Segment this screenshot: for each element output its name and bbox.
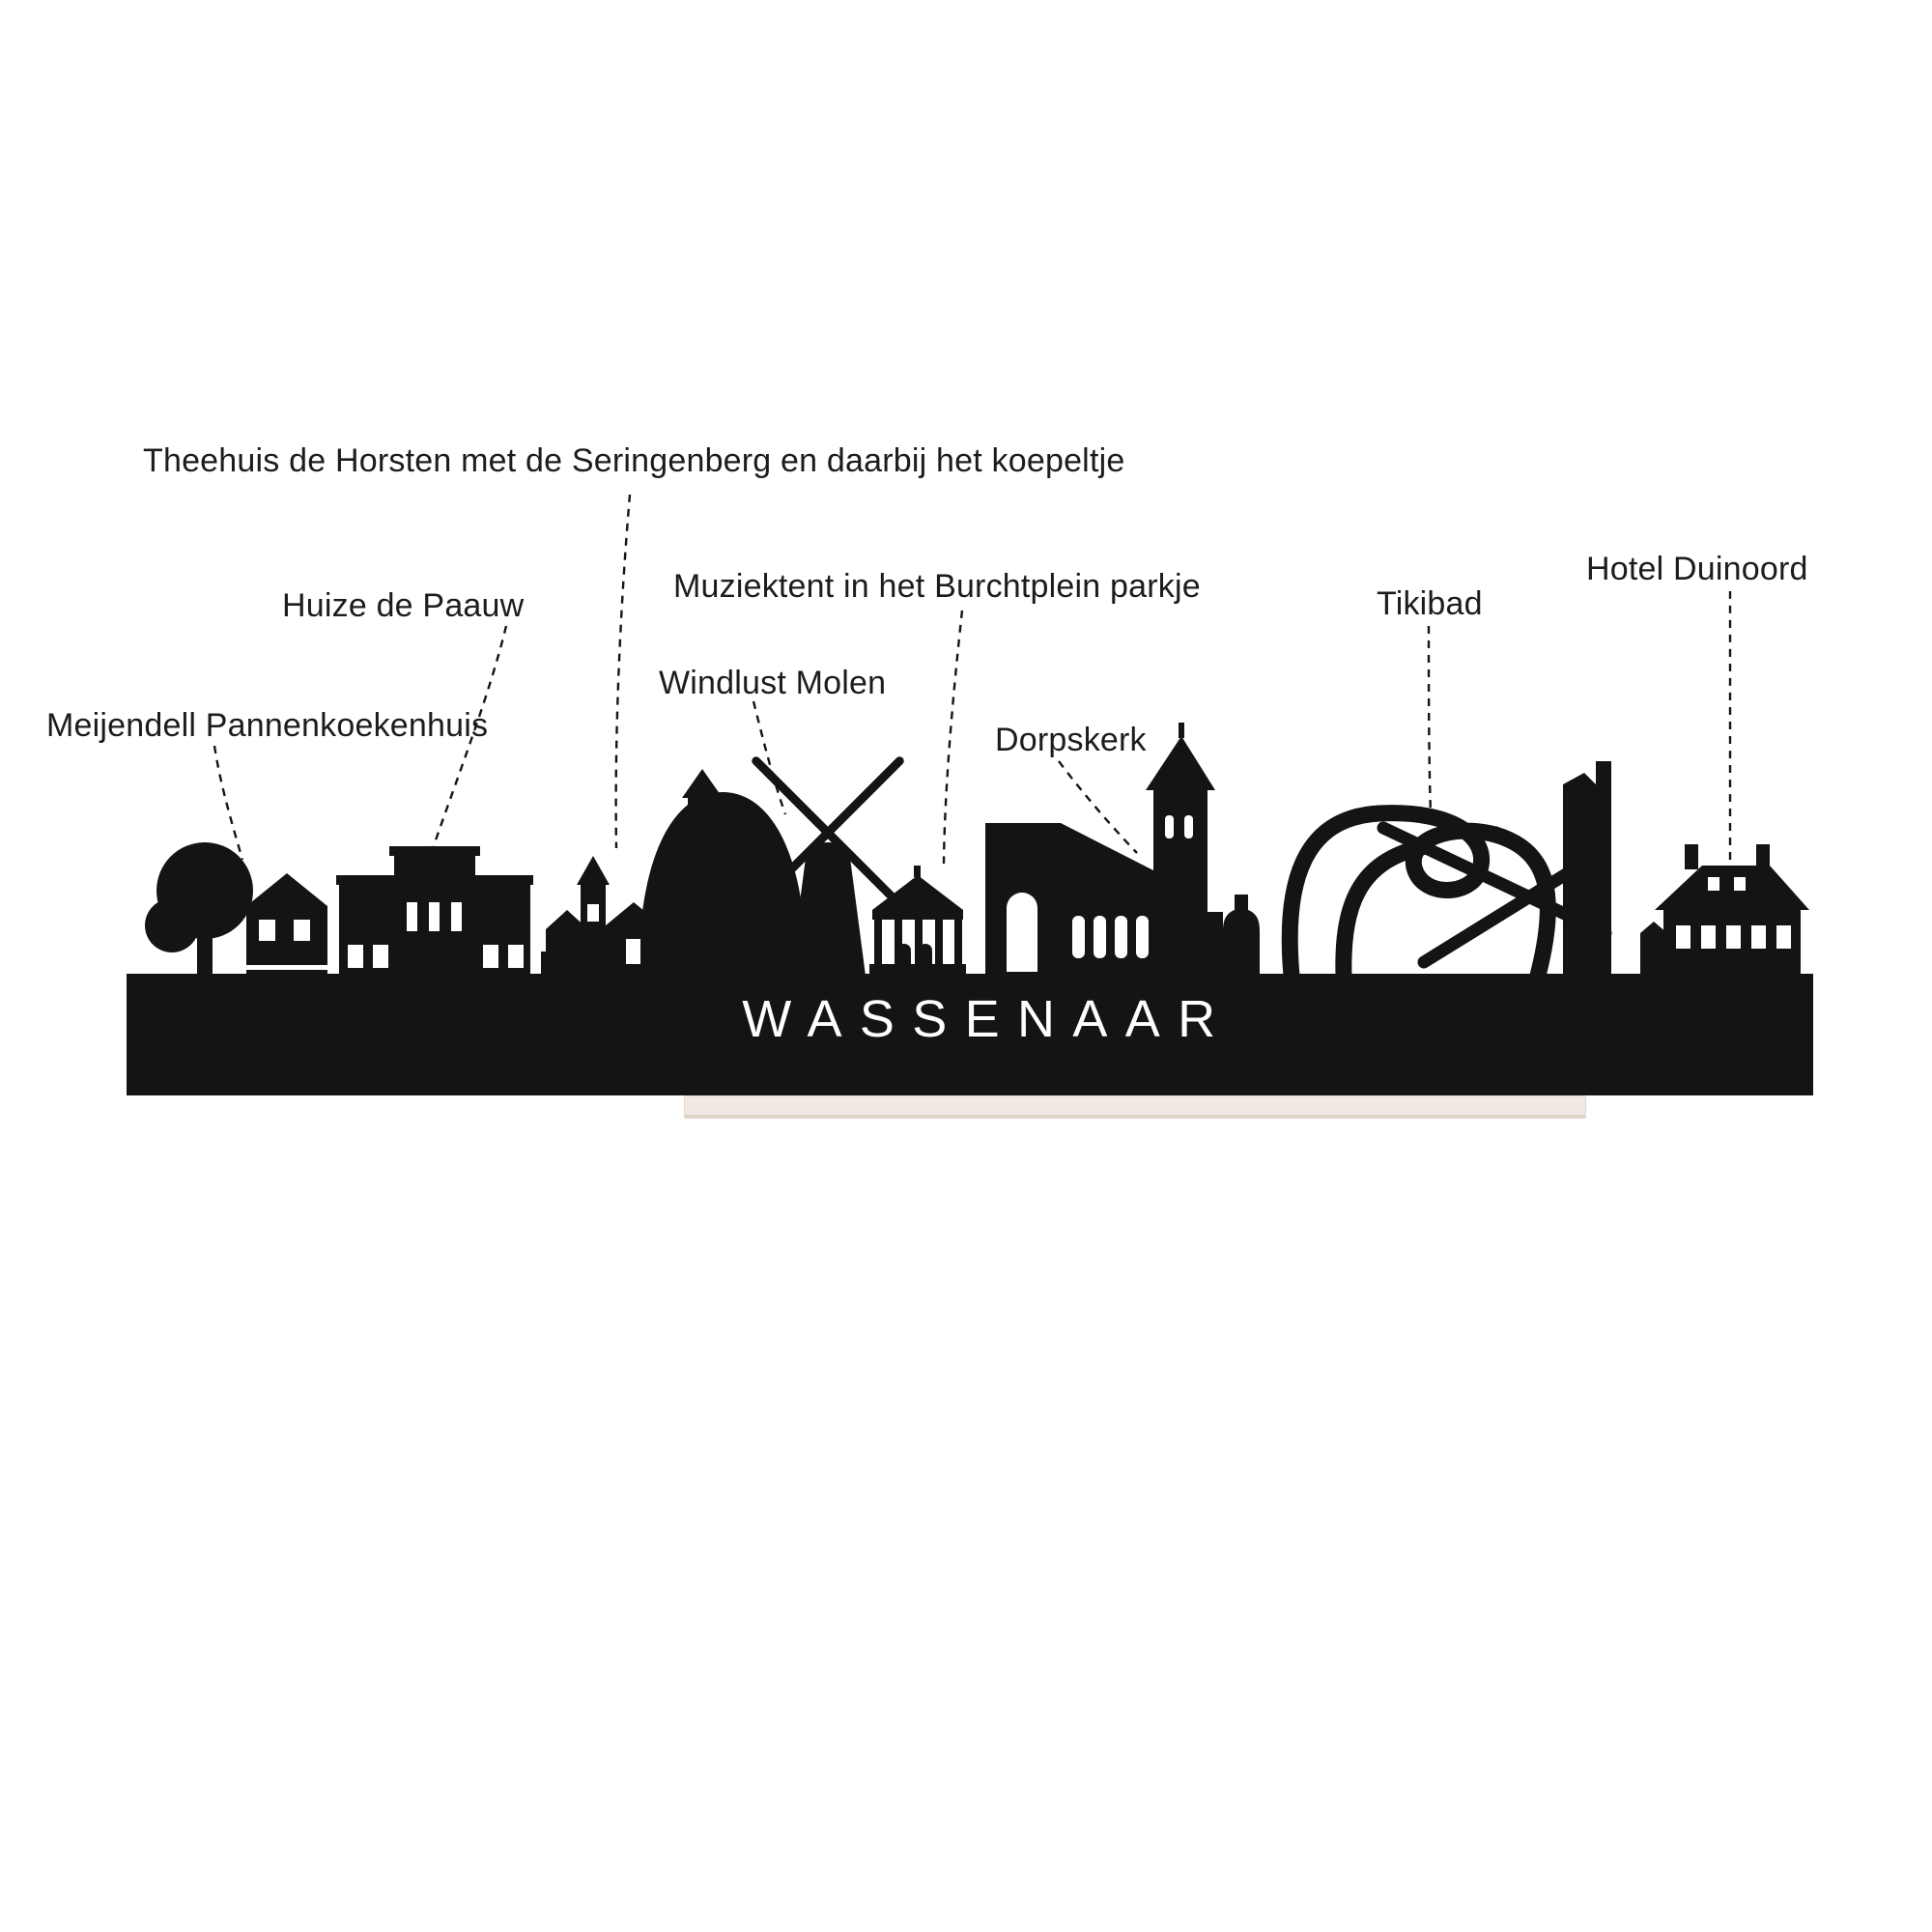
label-tikibad: Tikibad xyxy=(1377,585,1483,622)
silhouette-cutouts xyxy=(218,815,1791,972)
leader-tikibad xyxy=(1427,625,1433,815)
landmark-theehuis-dome xyxy=(639,769,807,976)
skyline-title: WASSENAAR xyxy=(742,990,1234,1048)
label-dorpskerk: Dorpskerk xyxy=(995,722,1147,758)
skyline-silhouette xyxy=(127,723,1813,1095)
leader-dorpskerk xyxy=(1058,760,1138,854)
label-meijendell: Meijendell Pannenkoekenhuis xyxy=(46,707,489,744)
leader-theehuis xyxy=(614,494,632,849)
label-windlust-molen: Windlust Molen xyxy=(659,665,887,701)
leader-windlust xyxy=(752,700,787,815)
leader-lines xyxy=(213,494,1732,872)
label-muziektent: Muziektent in het Burchtplein parkje xyxy=(673,568,1201,605)
landmark-meijendell-pannenkoekenhuis xyxy=(246,873,327,976)
skyline-base xyxy=(127,974,1813,1095)
leader-huize xyxy=(427,625,508,861)
landmark-muziektent xyxy=(869,866,966,978)
landmark-bottle xyxy=(1223,895,1260,976)
display-stand xyxy=(684,1095,1586,1119)
landmark-tikibad xyxy=(1281,761,1612,984)
landmark-hotel-duinoord xyxy=(1640,844,1809,978)
label-theehuis: Theehuis de Horsten met de Seringenberg … xyxy=(143,442,1125,479)
leader-meijendell xyxy=(213,745,244,861)
label-hotel-duinoord: Hotel Duinoord xyxy=(1586,551,1808,587)
landmark-windlust-molen xyxy=(752,756,904,976)
landmark-tree xyxy=(145,842,253,978)
leader-muziektent xyxy=(942,610,964,865)
label-huize-de-paauw: Huize de Paauw xyxy=(282,587,525,624)
